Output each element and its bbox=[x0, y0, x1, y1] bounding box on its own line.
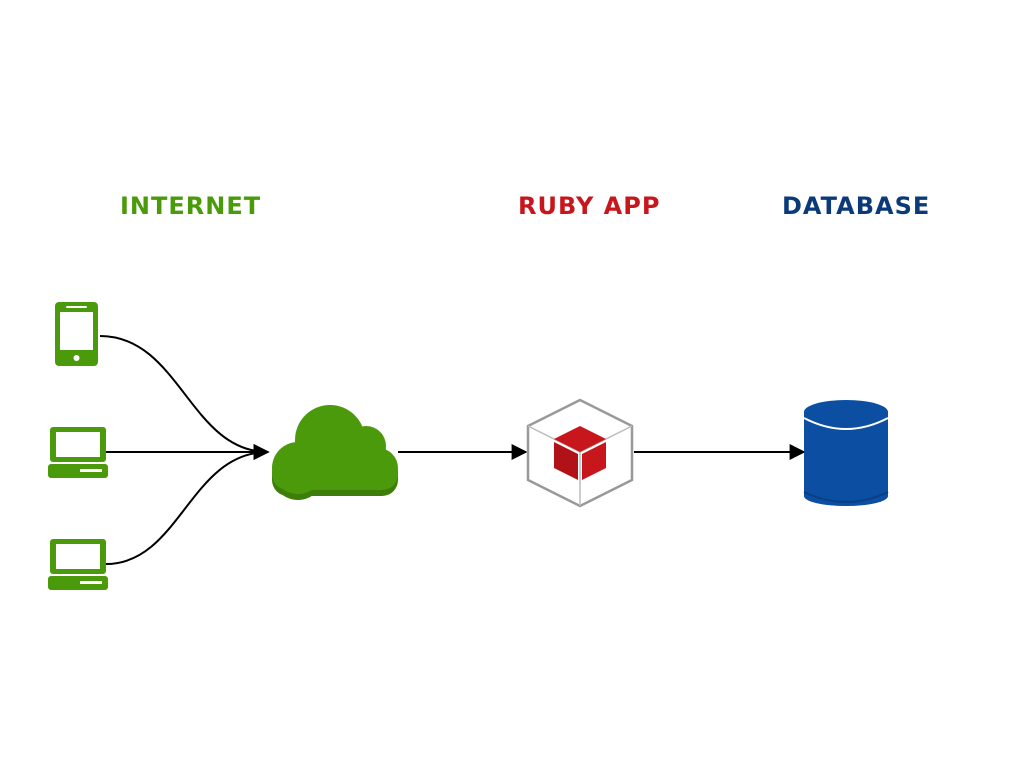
package-box-icon bbox=[526, 398, 634, 508]
database-label: DATABASE bbox=[782, 192, 931, 220]
cloud-icon bbox=[272, 405, 398, 500]
edge-phone-to-cloud bbox=[99, 335, 270, 460]
internet-label: INTERNET bbox=[120, 192, 262, 220]
laptop-icon bbox=[48, 427, 108, 478]
database-cylinder-icon bbox=[803, 400, 889, 506]
smartphone-icon bbox=[55, 302, 98, 366]
ruby-app-label: RUBY APP bbox=[518, 192, 661, 220]
edge-laptop2-to-cloud bbox=[105, 444, 270, 565]
laptop-icon bbox=[48, 539, 108, 590]
edges bbox=[99, 335, 806, 565]
